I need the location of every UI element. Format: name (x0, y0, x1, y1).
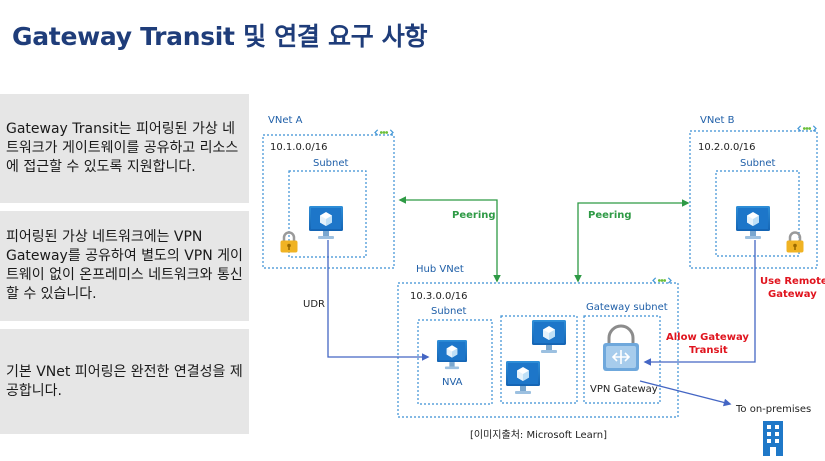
hub-vnet-name: Hub VNet (416, 264, 464, 275)
hub-subnet-label: Subnet (431, 306, 467, 317)
vnet-a-subnet-label: Subnet (313, 158, 349, 169)
peering-arrow-left (398, 196, 501, 283)
hub-vnet-cidr: 10.3.0.0/16 (410, 291, 467, 302)
vnet-b-name: VNet B (700, 115, 735, 126)
description-text-3: 기본 VNet 피어링은 완전한 연결성을 제공합니다. (6, 363, 243, 399)
vpn-gateway-icon (603, 324, 639, 371)
vnet-a-name: VNet A (268, 115, 303, 126)
vpn-gateway-label: VPN Gateway (590, 384, 658, 395)
building-icon (763, 421, 783, 456)
description-text-2: 피어링된 가상 네트워크에는 VPN Gateway를 공유하여 별도의 VPN… (6, 229, 243, 302)
hub-vnet-box (397, 282, 679, 418)
on-premises-arrow (639, 380, 732, 407)
nva-icon (437, 340, 467, 370)
description-card-1: Gateway Transit는 피어링된 가상 네트워크가 게이트웨이를 공유… (0, 94, 249, 203)
nva-label: NVA (442, 377, 463, 388)
gateway-subnet-box (583, 315, 661, 404)
hub-peering-icon (652, 277, 672, 284)
vnet-b-vm-icon (736, 206, 770, 239)
vnet-a-cidr: 10.1.0.0/16 (270, 142, 327, 153)
allow-transit-label-line-2: Transit (689, 345, 728, 356)
peering-left-label: Peering (452, 210, 496, 221)
image-source-caption: [이미지출처: Microsoft Learn] (470, 430, 607, 441)
remote-gateway-arrow (643, 240, 756, 366)
vnet-b-lock-icon (785, 231, 805, 253)
description-card-2: 피어링된 가상 네트워크에는 VPN Gateway를 공유하여 별도의 VPN… (0, 211, 249, 321)
use-remote-label-line-1: Use Remote (760, 276, 825, 287)
hub-vm-subnet-box (500, 315, 578, 404)
on-premises-label: To on-premises (735, 404, 811, 415)
description-text-1: Gateway Transit는 피어링된 가상 네트워크가 게이트웨이를 공유… (6, 121, 239, 175)
gateway-subnet-label: Gateway subnet (586, 302, 668, 313)
udr-arrow (327, 240, 430, 361)
description-card-3: 기본 VNet 피어링은 완전한 연결성을 제공합니다. (0, 329, 249, 434)
page-title: Gateway Transit 및 연결 요구 사항 (12, 22, 428, 51)
use-remote-label-line-2: Gateway (768, 289, 817, 300)
hub-vm-icon-1 (532, 320, 566, 353)
vnet-a-peering-icon (374, 129, 394, 136)
vnet-b-subnet-box (715, 170, 800, 257)
hub-nva-subnet-box (417, 319, 493, 405)
vnet-a-vm-icon (309, 206, 343, 239)
vnet-b-subnet-label: Subnet (740, 158, 776, 169)
peering-right-label: Peering (588, 210, 632, 221)
allow-transit-label-line-1: Allow Gateway (666, 332, 749, 343)
peering-arrow-right (574, 199, 690, 283)
hub-vm-icon-2 (506, 361, 540, 394)
vnet-b-peering-icon (797, 125, 817, 132)
udr-label: UDR (303, 299, 325, 310)
vnet-b-cidr: 10.2.0.0/16 (698, 142, 755, 153)
